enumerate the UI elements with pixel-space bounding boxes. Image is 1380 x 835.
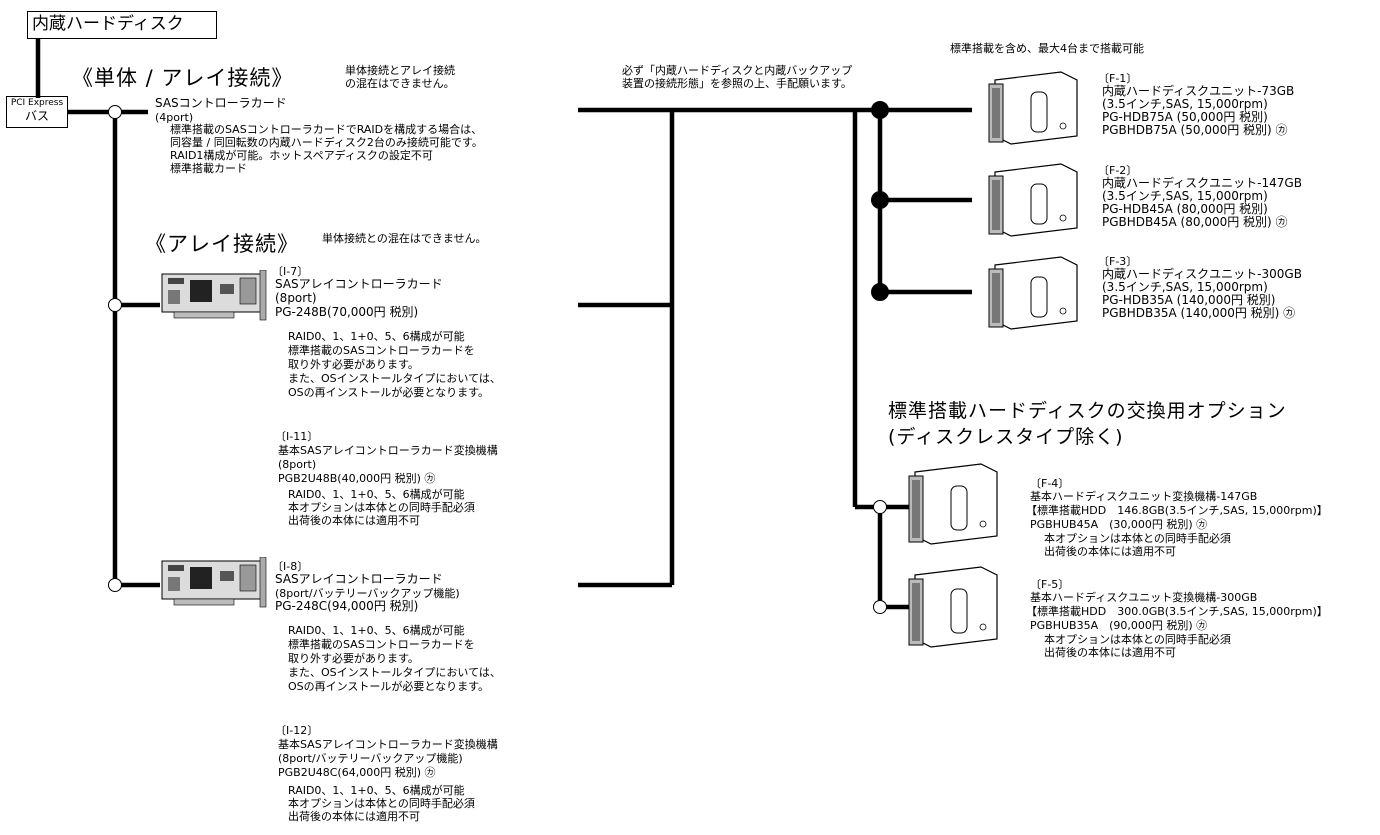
f4-spec: 【標準搭載HDD 146.8GB(3.5インチ,SAS, 15,000rpm)】	[1026, 504, 1328, 517]
i12-code: 〔I-12〕	[275, 724, 319, 737]
controller-card-image	[161, 270, 267, 321]
i11-desc-2: 本オプションは本体との同時手配必須	[288, 501, 475, 514]
sas-card-desc-3: RAID1構成が可能。ホットスペアディスクの設定不可	[170, 149, 433, 162]
connector-i7	[108, 298, 122, 312]
f3-model-2: PGBHDB35A (140,000円 税別) ㋕	[1102, 306, 1296, 320]
pci-line2: バス	[24, 109, 49, 123]
i7-desc-5: OSの再インストールが必要となります。	[288, 386, 489, 399]
i12-model: PGB2U48C(64,000円 税別) ㋕	[278, 766, 436, 779]
f4-desc-2: 出荷後の本体には適用不可	[1044, 545, 1176, 558]
f5-model: PGBHUB35A (90,000円 税別) ㋕	[1030, 619, 1208, 632]
f1-spec: (3.5インチ,SAS, 15,000rpm)	[1102, 97, 1268, 111]
hard-disk-image	[988, 163, 1078, 237]
connector-i8	[108, 578, 122, 592]
i8-desc-1: RAID0、1、1+0、5、6構成が可能	[288, 624, 465, 637]
i7-name: SASアレイコントローラカード	[275, 277, 443, 291]
i12-ports: (8port/バッテリーバックアップ機能)	[278, 752, 463, 765]
f5-code: 〔F-5〕	[1030, 578, 1070, 591]
f1-code: 〔F-1〕	[1098, 72, 1138, 85]
i11-code: 〔I-11〕	[275, 430, 319, 443]
i8-model: PG-248C(94,000円 税別)	[275, 599, 419, 613]
arrangement-note-2: 装置の接続形態」を参照の上、手配願います。	[622, 77, 852, 90]
f5-desc-2: 出荷後の本体には適用不可	[1044, 646, 1176, 659]
hard-disk-image	[908, 463, 998, 545]
connector-sas	[108, 105, 122, 119]
single-array-note-1: 単体接続とアレイ接続	[345, 64, 455, 77]
f2-model-2: PGBHDB45A (80,000円 税別) ㋕	[1102, 215, 1288, 229]
i8-name: SASアレイコントローラカード	[275, 572, 443, 586]
hard-disk-image	[908, 566, 998, 648]
f1-name: 内蔵ハードディスクユニット-73GB	[1102, 84, 1295, 98]
exchange-heading-2: (ディスクレスタイプ除く)	[888, 426, 1124, 448]
pci-line1: PCI Express	[10, 98, 64, 108]
i8-code: 〔I-8〕	[272, 560, 309, 573]
sas-card-ports: (4port)	[155, 111, 194, 124]
sas-card-name: SASコントローラカード	[155, 96, 287, 110]
f5-name: 基本ハードディスクユニット変換機構-300GB	[1030, 591, 1258, 604]
f4-desc-1: 本オプションは本体との同時手配必須	[1044, 532, 1231, 545]
single-array-heading: 《単体 / アレイ接続》	[72, 66, 294, 90]
f1-model-1: PG-HDB75A (50,000円 税別)	[1102, 110, 1268, 124]
i11-ports: (8port)	[278, 458, 317, 471]
page-title: 内蔵ハードディスク	[27, 11, 217, 39]
sas-card-desc-2: 同容量 / 同回転数の内蔵ハードディスク2台のみ接続可能です。	[170, 136, 483, 149]
connector-f5	[873, 600, 887, 614]
f5-desc-1: 本オプションは本体との同時手配必須	[1044, 633, 1231, 646]
i8-desc-5: OSの再インストールが必要となります。	[288, 680, 489, 693]
i12-desc-2: 本オプションは本体との同時手配必須	[288, 797, 475, 810]
i11-desc-3: 出荷後の本体には適用不可	[288, 514, 420, 527]
i11-name: 基本SASアレイコントローラカード変換機構	[278, 444, 498, 457]
connector-f4	[873, 500, 887, 514]
i7-model: PG-248B(70,000円 税別)	[275, 305, 419, 319]
f3-name: 内蔵ハードディスクユニット-300GB	[1102, 267, 1302, 281]
arrangement-note-1: 必ず「内蔵ハードディスクと内蔵バックアップ	[622, 64, 853, 77]
i12-name: 基本SASアレイコントローラカード変換機構	[278, 738, 498, 751]
i8-desc-3: 取り外す必要があります。	[288, 652, 419, 665]
f5-spec: 【標準搭載HDD 300.0GB(3.5インチ,SAS, 15,000rpm)】	[1026, 605, 1328, 618]
i8-ports: (8port/バッテリーバックアップ機能)	[275, 587, 460, 600]
f3-code: 〔F-3〕	[1098, 255, 1138, 268]
f4-name: 基本ハードディスクユニット変換機構-147GB	[1030, 490, 1258, 503]
array-heading: 《アレイ接続》	[145, 232, 299, 256]
f4-code: 〔F-4〕	[1030, 477, 1070, 490]
i7-desc-3: 取り外す必要があります。	[288, 358, 419, 371]
i12-desc-1: RAID0、1、1+0、5、6構成が可能	[288, 784, 465, 797]
i7-desc-4: また、OSインストールタイプにおいては、	[288, 372, 501, 385]
i7-desc-2: 標準搭載のSASコントローラカードを	[288, 344, 475, 357]
i12-desc-3: 出荷後の本体には適用不可	[288, 810, 420, 823]
i8-desc-2: 標準搭載のSASコントローラカードを	[288, 638, 475, 651]
pci-express-bus-label: PCI Express バス	[6, 96, 68, 128]
i7-code: 〔I-7〕	[272, 265, 309, 278]
i11-model: PGB2U48B(40,000円 税別) ㋕	[278, 472, 436, 485]
i11-desc-1: RAID0、1、1+0、5、6構成が可能	[288, 488, 465, 501]
f2-model-1: PG-HDB45A (80,000円 税別)	[1102, 202, 1268, 216]
hard-disk-image	[988, 71, 1078, 145]
f3-model-1: PG-HDB35A (140,000円 税別)	[1102, 293, 1276, 307]
exchange-heading-1: 標準搭載ハードディスクの交換用オプション	[888, 400, 1287, 422]
controller-card-image	[161, 557, 267, 608]
f2-code: 〔F-2〕	[1098, 164, 1138, 177]
array-note: 単体接続との混在はできません。	[322, 232, 487, 245]
i7-desc-1: RAID0、1、1+0、5、6構成が可能	[288, 330, 465, 343]
max-units-note: 標準搭載を含め、最大4台まで搭載可能	[950, 42, 1144, 55]
f2-spec: (3.5インチ,SAS, 15,000rpm)	[1102, 189, 1268, 203]
hard-disk-image	[988, 256, 1078, 330]
sas-card-desc-4: 標準搭載カード	[170, 162, 247, 175]
f1-model-2: PGBHDB75A (50,000円 税別) ㋕	[1102, 123, 1288, 137]
f3-spec: (3.5インチ,SAS, 15,000rpm)	[1102, 280, 1268, 294]
sas-card-desc-1: 標準搭載のSASコントローラカードでRAIDを構成する場合は、	[170, 123, 483, 136]
i7-ports: (8port)	[275, 291, 317, 305]
i8-desc-4: また、OSインストールタイプにおいては、	[288, 666, 501, 679]
f4-model: PGBHUB45A (30,000円 税別) ㋕	[1030, 518, 1208, 531]
single-array-note-2: の混在はできません。	[345, 77, 455, 90]
f2-name: 内蔵ハードディスクユニット-147GB	[1102, 176, 1302, 190]
